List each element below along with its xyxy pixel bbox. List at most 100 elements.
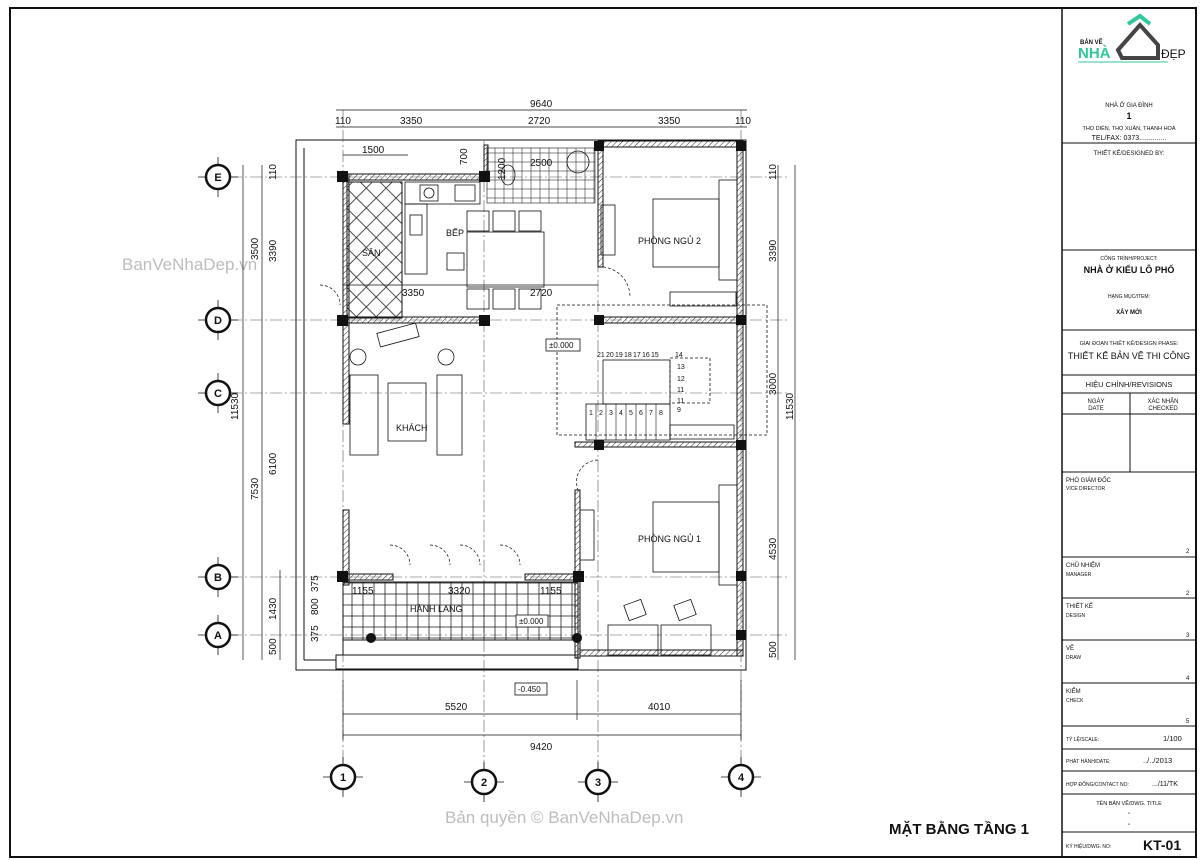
stair-step: 21 (597, 352, 605, 359)
dwg-no-label: KÝ HIỆU/DWG. NO: (1066, 842, 1111, 850)
dim-corridor-3: 1155 (540, 586, 562, 597)
grid-label-3: 3 (595, 777, 601, 789)
room-labels: BẾP SÂN PHÒNG NGỦ 2 KHÁCH PHÒNG NGỦ 1 HÀ… (362, 228, 701, 614)
title-block-text: NHÀ Ở GIA ĐÌNH 1 THỌ DIÊN, THỌ XUÂN, THA… (1068, 102, 1190, 828)
grid-label-c: C (214, 388, 222, 400)
level-floor: ±0.000 (549, 341, 574, 350)
dim-right-e: 4530 (768, 537, 779, 560)
logo-line3: ĐẸP (1161, 47, 1186, 61)
room-living: KHÁCH (396, 423, 428, 433)
dim-right-d: 11530 (785, 392, 796, 420)
dwg-no: KT-01 (1143, 837, 1181, 853)
stair-step: 12 (677, 376, 685, 383)
dim-left-b: 3390 (268, 239, 279, 262)
role-vi: PHÓ GIÁM ĐỐC (1066, 477, 1112, 484)
contract-label: HỢP ĐỒNG/CONTACT NO: (1066, 781, 1129, 788)
grid-bubbles (198, 157, 761, 802)
stair-step: 2 (599, 410, 603, 417)
dim-top-d: 3350 (658, 116, 681, 127)
checked-col-vi: XÁC NHẬN (1147, 398, 1178, 405)
title-block-roles: PHÓ GIÁM ĐỐC VICE DIRECTOR 2 CHỦ NHIỆM M… (1066, 477, 1190, 853)
dim-left-a: 3500 (250, 237, 261, 260)
dim-left-total: 11530 (230, 392, 241, 420)
stair-step: 17 (633, 352, 641, 359)
project-name: NHÀ Ở KIỂU LÔ PHỐ (1084, 264, 1175, 275)
role-vi: KIỂM (1066, 688, 1081, 695)
date-col-en: DATE (1088, 406, 1104, 412)
grid-label-a: A (214, 630, 222, 642)
project-label: CÔNG TRÌNH/PROJECT: (1100, 255, 1157, 262)
role-vi: CHỦ NHIỆM (1066, 561, 1100, 569)
stair-step: 14 (675, 352, 683, 359)
dim-left-e: 1430 (268, 597, 279, 620)
grid-labels: E D C B A 1 2 3 4 (214, 172, 745, 789)
dim-top-b: 3350 (400, 116, 423, 127)
stair-numbers: 21 20 19 18 17 16 15 14 13 12 11 11 1 2 … (589, 352, 685, 417)
stair-step: 3 (609, 410, 613, 417)
room-bedroom-1: PHÒNG NGỦ 1 (638, 533, 701, 544)
role-en: MANAGER (1066, 572, 1092, 578)
scale-value: 1/100 (1163, 734, 1182, 743)
grid-label-1: 1 (340, 772, 346, 784)
stair-step: 6 (639, 410, 643, 417)
grid-label-2: 2 (481, 777, 487, 789)
level-corridor: ±0.000 (519, 617, 544, 626)
stair-step: 18 (624, 352, 632, 359)
item-value: XÂY MỚI (1116, 308, 1142, 316)
level-marks: ±0.000 ±0.000 -0.450 (514, 338, 581, 696)
dim-right-f: 500 (768, 641, 779, 658)
dim-top-e: 110 (735, 116, 751, 127)
drawing-title: MẶT BẰNG TẦNG 1 (889, 820, 1029, 838)
room-kitchen: BẾP (446, 228, 464, 238)
revisions-label: HIỆU CHỈNH/REVISIONS (1086, 380, 1173, 389)
dim-left-d: 7530 (250, 477, 261, 500)
dim-right-c: 3000 (768, 372, 779, 395)
date-label: PHÁT HÀNH/DATE: (1066, 758, 1111, 765)
item-label: HẠNG MỤC/ITEM: (1108, 294, 1150, 300)
stair-step: 11 (677, 398, 684, 405)
dim-left-g: 375 (310, 575, 321, 592)
dim-right-b: 3390 (768, 239, 779, 262)
dim-corridor-2: 3320 (448, 586, 471, 597)
level-ground: -0.450 (518, 685, 541, 694)
grid-label-4: 4 (738, 772, 745, 784)
stair-step: 13 (677, 364, 685, 371)
role-en: DESIGN (1066, 613, 1086, 619)
role-vi: VẼ (1066, 645, 1074, 652)
dim-bottom-b: 4010 (648, 702, 671, 713)
stair-step: 1 (589, 410, 593, 417)
role-en: CHECK (1066, 698, 1084, 704)
phase-value: THIẾT KẾ BẢN VẼ THI CÔNG (1068, 350, 1190, 361)
sheet-border (9, 7, 1197, 858)
stair-step: 8 (659, 410, 663, 417)
watermark-left: BanVeNhaDep.vn (122, 255, 257, 274)
dim-wc2: 2500 (530, 158, 553, 169)
role-no: 4 (1186, 676, 1190, 682)
dim-top-inner2: 700 (459, 148, 470, 165)
address: THỌ DIÊN, THỌ XUÂN, THANH HOÁ (1082, 124, 1175, 132)
tel: TEL/FAX: 0373.............. (1092, 135, 1167, 142)
dim-mid1: 3350 (402, 288, 425, 299)
grid-label-d: D (214, 315, 222, 327)
dwg-title-2: - (1128, 822, 1130, 828)
role-no: 5 (1186, 719, 1190, 725)
stair-step: 15 (651, 352, 659, 359)
contract-value: .../11/TK (1152, 781, 1178, 788)
stair-step: 5 (629, 410, 633, 417)
stair-step: 9 (677, 407, 681, 414)
room-corridor: HÀNH LANG (410, 604, 463, 614)
stair-step: 20 (606, 352, 614, 359)
logo: BẢN VẼ NHÀ ĐẸP (1078, 13, 1186, 63)
phase-label: GIAI ĐOẠN THIẾT KẾ/DESIGN PHASE: (1080, 340, 1179, 347)
owner: NHÀ Ở GIA ĐÌNH (1105, 102, 1152, 109)
stair-step: 19 (615, 352, 623, 359)
dim-left-f: 500 (268, 638, 279, 655)
stair-step: 16 (642, 352, 650, 359)
date-value: ../../2013 (1143, 756, 1172, 765)
dim-top-total: 9640 (530, 99, 553, 110)
title-block (1062, 142, 1196, 833)
stair-step: 7 (649, 410, 653, 417)
role-no: 2 (1186, 549, 1190, 555)
room-yard: SÂN (362, 248, 381, 258)
